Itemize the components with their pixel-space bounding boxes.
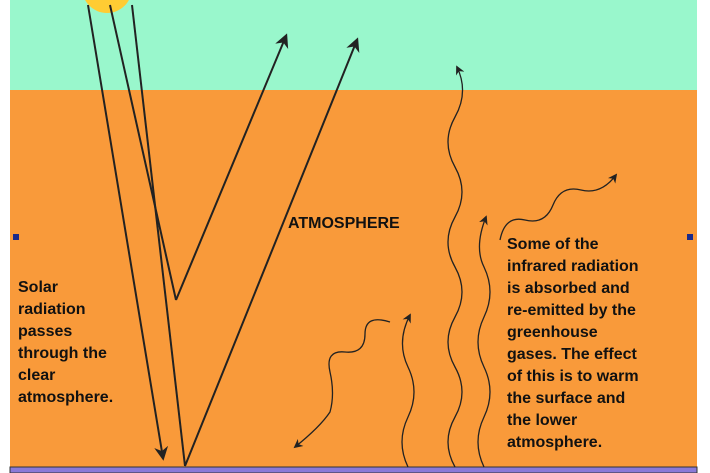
atmosphere-region [10,90,697,467]
solar-radiation-text: Solar radiation passes through the clear… [18,279,113,406]
infrared-wave-1 [401,313,415,468]
reflected-ray-2 [184,37,360,467]
reemitted-wave-up [499,173,618,241]
greenhouse-explanation-text: Some of the infrared radiation is absorb… [507,236,643,451]
infrared-wave-escaping [447,65,465,468]
reflected-ray-1 [175,33,289,301]
atmosphere-label: ATMOSPHERE [288,215,400,232]
ground-surface [9,466,698,473]
sun [85,0,129,13]
solar-ray-2 [109,4,177,301]
reemitted-wave-down [293,319,391,449]
right-handle [687,234,693,240]
left-handle [13,234,19,240]
space-region [10,0,697,90]
solar-ray-3 [131,4,186,467]
solar-ray-1 [87,4,169,461]
infrared-wave-2 [477,215,491,468]
